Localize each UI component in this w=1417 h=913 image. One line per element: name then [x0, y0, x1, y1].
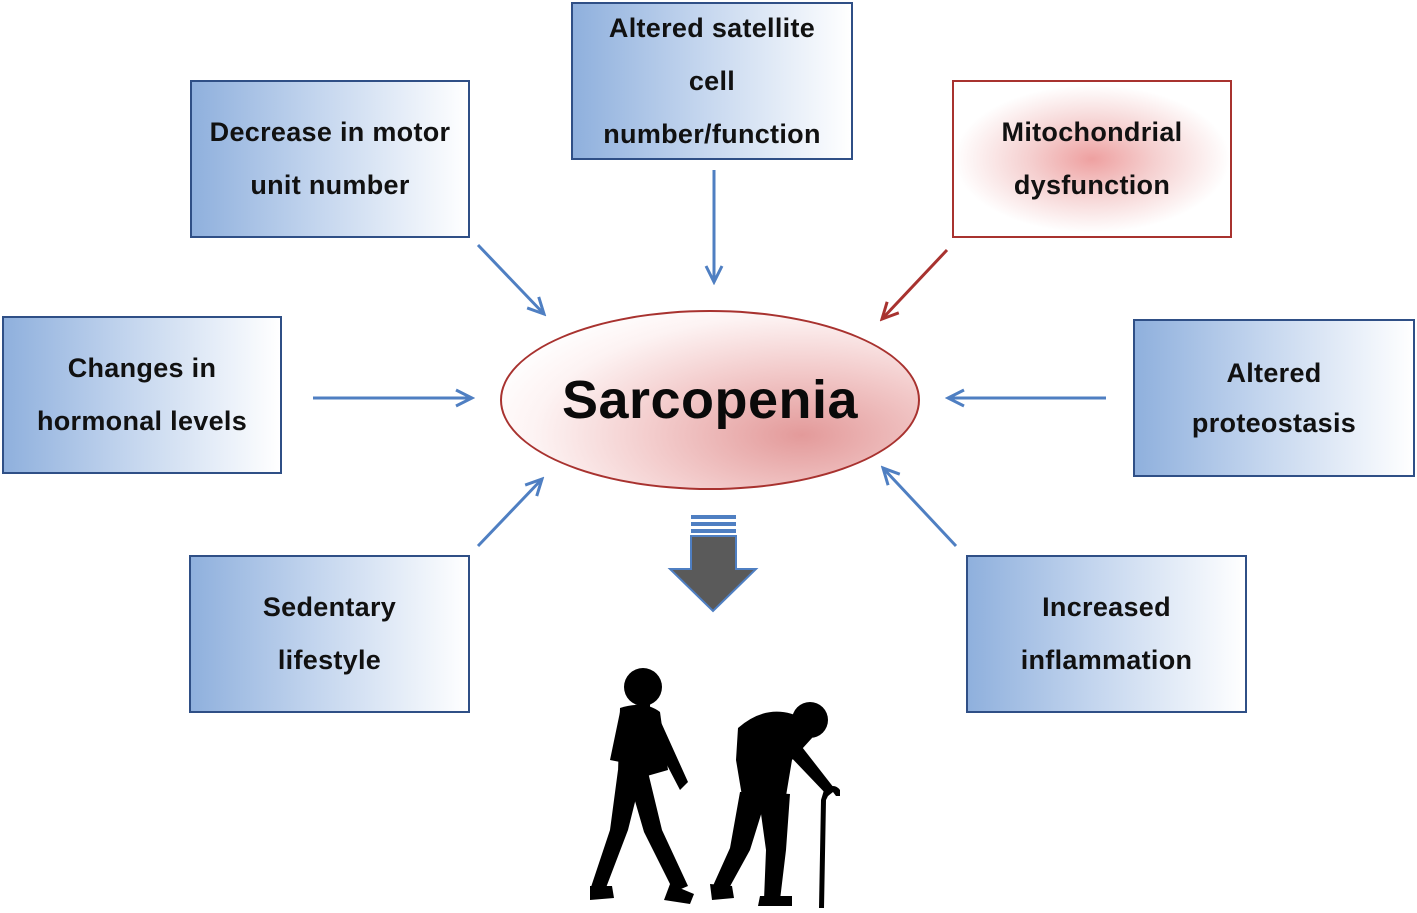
cause-satellite-line1: Altered satellite	[608, 12, 816, 43]
cause-satellite-line3: number/function	[603, 118, 821, 149]
cause-box-inflammation: Increased inflammation	[966, 555, 1247, 713]
cause-inflam-line1: Increased	[1042, 592, 1171, 622]
elderly-man-with-cane-icon	[710, 702, 840, 908]
cause-proteo-line2: proteostasis	[1191, 408, 1357, 438]
cause-hormone-line2: hormonal levels	[36, 406, 248, 436]
arrow-from-sedentary	[476, 479, 542, 548]
cause-box-proteostasis: Altered proteostasis	[1133, 319, 1415, 477]
arrow-from-mitochondrial	[882, 248, 949, 319]
young-man-walking-icon	[590, 668, 694, 904]
cause-box-sedentary: Sedentary lifestyle	[189, 555, 470, 713]
cause-proteo-line1: Altered	[1226, 358, 1322, 388]
cause-mito-line1: Mitochondrial	[1001, 117, 1183, 147]
cause-motor-line2: unit number	[250, 170, 410, 200]
cause-sedentary-line1: Sedentary	[262, 592, 397, 622]
cause-motor-line1: Decrease in motor	[209, 117, 451, 147]
outcome-down-arrow	[667, 515, 759, 613]
cause-mito-line2: dysfunction	[1013, 170, 1171, 200]
cause-box-mitochondrial: Mitochondrial dysfunction	[952, 80, 1232, 238]
cause-box-hormonal: Changes in hormonal levels	[2, 316, 282, 474]
cause-inflam-line2: inflammation	[1020, 645, 1193, 675]
cause-hormone-line1: Changes in	[67, 353, 217, 383]
cause-satellite-line2: cell	[688, 65, 736, 96]
sarcopenia-ellipse: Sarcopenia	[500, 310, 920, 490]
arrow-from-motor	[476, 243, 544, 314]
cause-box-satellite-cell: Altered satellite cell number/function	[571, 2, 853, 160]
sarcopenia-label: Sarcopenia	[561, 370, 859, 430]
arrow-from-inflammation	[883, 468, 958, 548]
cause-box-motor-unit: Decrease in motor unit number	[190, 80, 470, 238]
cause-sedentary-line2: lifestyle	[277, 645, 382, 675]
